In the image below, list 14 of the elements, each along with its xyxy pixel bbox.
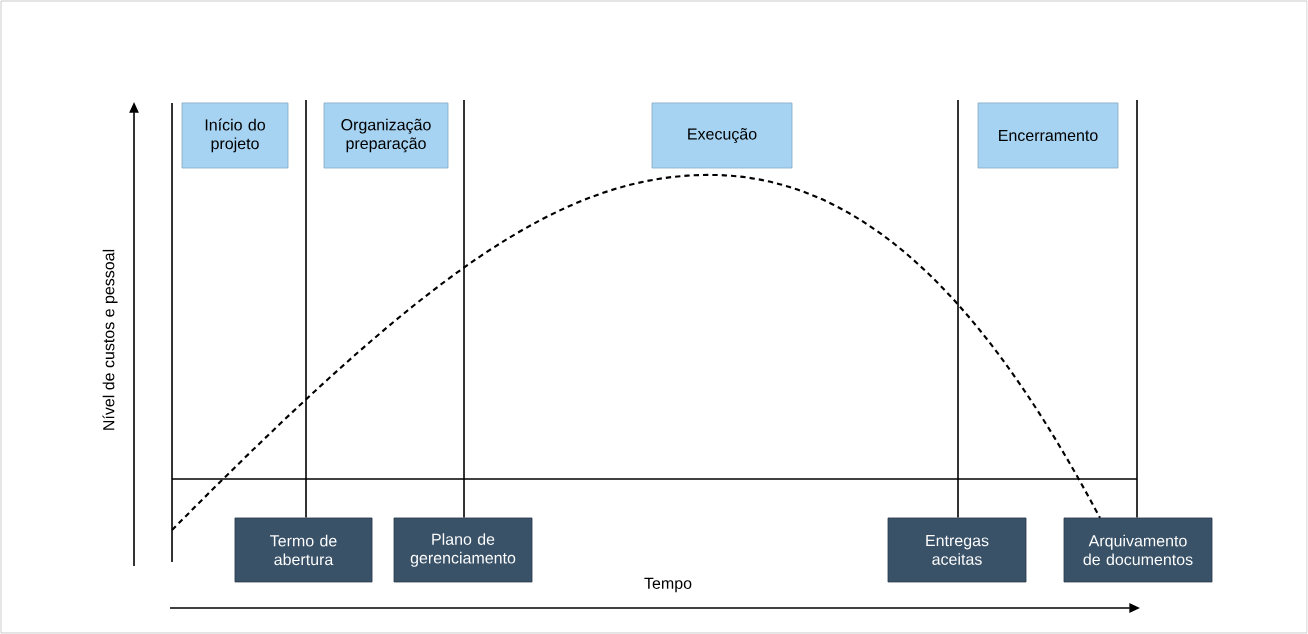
milestone-line	[463, 99, 465, 519]
phase-box: Execução	[651, 102, 793, 169]
milestone-box: Termo de abertura	[234, 517, 373, 583]
phase-box: Encerramento	[977, 102, 1119, 169]
phase-box: Início do projeto	[181, 102, 289, 169]
milestone-line	[305, 99, 307, 519]
milestone-box: Arquivamento de documentos	[1063, 517, 1213, 583]
axis-label: Tempo	[644, 577, 692, 593]
milestone-box: Entregas aceitas	[887, 517, 1027, 583]
milestone-line	[1136, 99, 1138, 519]
phase-box: Organização preparação	[323, 102, 449, 169]
milestone-box: Plano de gerenciamento	[393, 517, 533, 583]
milestone-line	[957, 99, 959, 519]
axis-label: Nível de custos e pessoal	[102, 249, 118, 430]
